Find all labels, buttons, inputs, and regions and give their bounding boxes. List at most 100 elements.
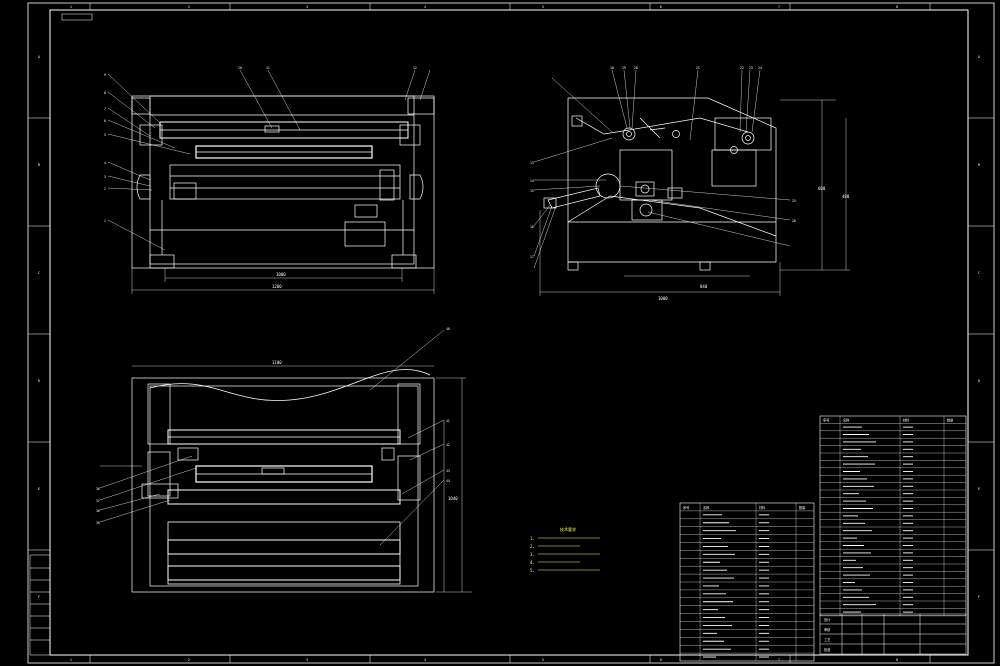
zone-ticks [28, 3, 994, 663]
revision-strip [29, 554, 51, 656]
table-header-cell: 数量 [947, 417, 954, 422]
dimension-label: 1000 [658, 296, 668, 301]
table-header-cell: 材料 [903, 417, 910, 422]
zone-row-label: B [38, 163, 40, 167]
part-callout: 36 [96, 487, 100, 491]
zone-column-label: 2 [188, 5, 190, 9]
table-header-cell: 数量 [799, 505, 806, 510]
zone-column-label: 5 [542, 5, 544, 9]
dimension-label: 1000 [276, 272, 286, 277]
dimension-label: 1200 [272, 284, 282, 289]
part-callout: 4 [104, 161, 106, 165]
zone-column-label: 4 [424, 5, 426, 9]
part-callout: 39 [96, 521, 100, 525]
part-callout: 8 [104, 91, 106, 95]
zone-row-label: A [38, 55, 40, 59]
table-header-cell: 名称 [843, 417, 850, 422]
notes-lines: 1. 2. 3. 4. 5. [530, 536, 600, 573]
part-callout: 23 [749, 66, 753, 70]
part-callout: 38 [96, 509, 100, 513]
part-callout: 42 [446, 443, 450, 447]
zone-column-label: 4 [424, 658, 426, 662]
zone-row-label: F [978, 595, 980, 599]
part-callout: 43 [446, 469, 450, 473]
zone-row-label: D [38, 379, 40, 383]
part-callout: 3 [104, 175, 106, 179]
part-callout: 5 [104, 133, 106, 137]
part-callout: 9 [104, 73, 106, 77]
title-block-label: 审核 [824, 627, 831, 632]
dimension-label: 600 [818, 186, 826, 191]
zone-row-label: E [38, 487, 40, 491]
zone-row-label: E [978, 487, 980, 491]
table-frame [819, 415, 967, 617]
zone-row-label: B [978, 163, 980, 167]
zone-column-label: 3 [306, 5, 308, 9]
front-view-dimensions: 1000 1200 [272, 272, 286, 289]
zone-column-label: 6 [660, 658, 662, 662]
part-callout: 2 [104, 187, 106, 191]
zone-row-label: C [38, 271, 40, 275]
parts-list-table: 序号 名称 材料 数量 [679, 502, 815, 662]
zone-column-label: 8 [896, 658, 898, 662]
part-callout: 20 [634, 66, 638, 70]
part-callout: 10 [238, 66, 242, 70]
zone-column-label: 2 [188, 658, 190, 662]
zone-column-label: 3 [306, 658, 308, 662]
part-callout: 22 [740, 66, 744, 70]
dimension-label: 1100 [272, 360, 282, 365]
zone-column-label: 5 [542, 658, 544, 662]
table-header-cell: 序号 [683, 505, 689, 510]
title-block-label: 批准 [824, 647, 831, 652]
technical-notes: 技术要求 1. 2. 3. 4. 5. [530, 526, 600, 573]
drawing-number-tag [61, 13, 93, 21]
note-line: 5. [530, 568, 535, 573]
dimension-label: 480 [842, 194, 850, 199]
top-view [99, 329, 472, 593]
part-callout: 14 [530, 179, 534, 183]
part-callout: 15 [530, 189, 534, 193]
dimension-label: 840 [700, 284, 708, 289]
zone-row-label: C [978, 271, 980, 275]
part-callout: 26 [792, 219, 796, 223]
part-callout: 1 [104, 219, 106, 223]
front-view [107, 69, 435, 294]
zone-column-label: 6 [660, 5, 662, 9]
part-callout: 41 [446, 419, 450, 423]
part-callout: 37 [96, 499, 100, 503]
part-callout: 13 [530, 161, 534, 165]
sheet-inner-border [49, 9, 969, 656]
sheet-outer-border [27, 2, 995, 664]
zone-row-label: A [978, 55, 980, 59]
part-callout: 25 [792, 199, 796, 203]
table-header-cell: 材料 [759, 505, 766, 510]
notes-title: 技术要求 [560, 526, 576, 532]
part-callout: 21 [696, 66, 700, 70]
zone-column-label: 1 [70, 658, 72, 662]
part-callout: 18 [610, 66, 614, 70]
part-callout: 24 [758, 66, 762, 70]
side-view-dimensions: 840 1000 600 480 [658, 186, 850, 301]
table-header-cell: 名称 [703, 505, 710, 510]
table-header-cell: 序号 [823, 417, 829, 422]
zone-column-label: 7 [778, 5, 780, 9]
title-block [819, 613, 967, 655]
title-block-label: 设计 [824, 617, 831, 622]
zone-column-label: 8 [896, 5, 898, 9]
part-callout: 16 [530, 225, 534, 229]
part-callout: 7 [104, 107, 106, 111]
part-callout: 12 [413, 66, 417, 70]
part-callout: 40 [446, 327, 450, 331]
part-callout: 19 [622, 66, 626, 70]
title-block-label: 工艺 [824, 637, 830, 642]
side-view [533, 69, 850, 296]
note-line: 1. [530, 536, 535, 541]
zone-row-label: D [978, 379, 980, 383]
